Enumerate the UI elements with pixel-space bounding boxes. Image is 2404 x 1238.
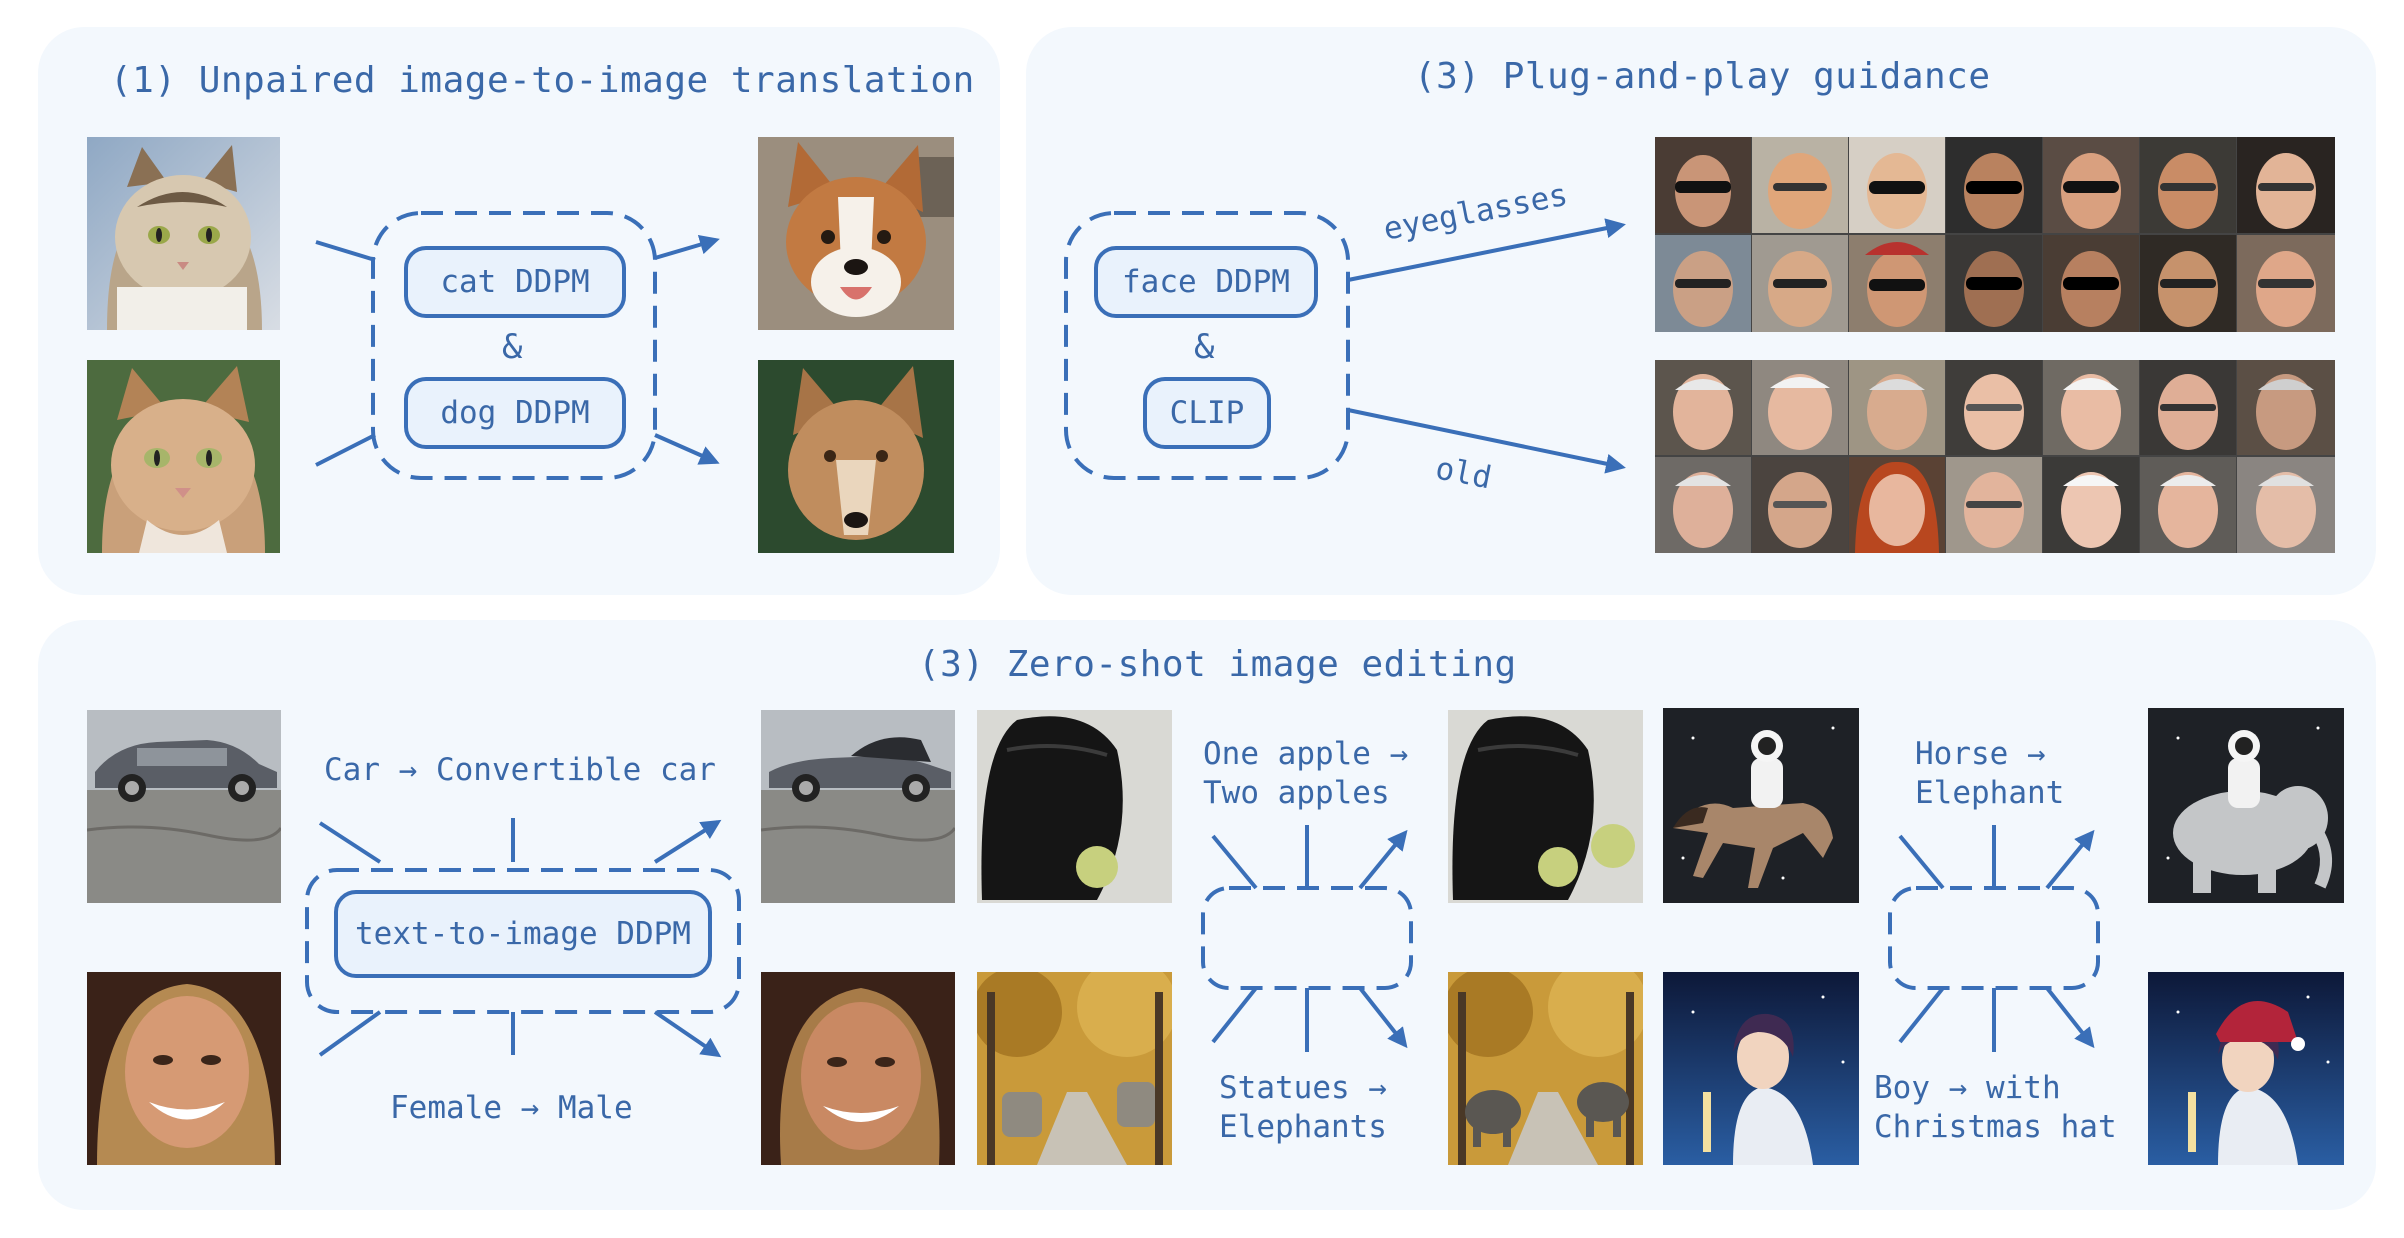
car-photo-output bbox=[761, 710, 955, 903]
elephants-photo-output bbox=[1448, 972, 1643, 1165]
old-face-grid bbox=[1655, 360, 2335, 553]
guidance-ampersand: & bbox=[1194, 327, 1215, 367]
apple-photo-input bbox=[977, 710, 1172, 903]
face-ddpm-box: face DDPM bbox=[1094, 246, 1318, 318]
horse-edit-label-line2: Elephant bbox=[1915, 775, 2065, 811]
apple-edit-label-line1: One apple → bbox=[1203, 736, 1409, 772]
translation-title: (1) Unpaired image-to-image translation bbox=[110, 60, 975, 101]
apple-edit-label-line2: Two apples bbox=[1203, 775, 1390, 811]
eyeglasses-face-grid bbox=[1655, 137, 2335, 332]
boy-edit-label-line1: Boy → with bbox=[1874, 1070, 2061, 1106]
cat-photo-1 bbox=[87, 137, 280, 330]
editing-dashed-frame bbox=[305, 868, 741, 1014]
text-to-image-ddpm-box: text-to-image DDPM bbox=[334, 890, 712, 978]
dog-ddpm-box: dog DDPM bbox=[404, 377, 626, 449]
gender-edit-label: Female → Male bbox=[390, 1090, 633, 1126]
edit-right-dashed-frame bbox=[1888, 886, 2100, 990]
horse-photo-input bbox=[1663, 708, 1859, 903]
horse-edit-label-line1: Horse → bbox=[1915, 736, 2046, 772]
guidance-title: (3) Plug-and-play guidance bbox=[1414, 56, 1991, 97]
statues-photo-input bbox=[977, 972, 1172, 1165]
editing-title: (3) Zero-shot image editing bbox=[918, 644, 1517, 685]
statue-edit-label-line1: Statues → bbox=[1219, 1070, 1387, 1106]
translation-dashed-frame bbox=[371, 211, 657, 480]
translation-ampersand: & bbox=[502, 327, 523, 367]
statue-edit-label-line2: Elephants bbox=[1219, 1109, 1387, 1145]
dog-photo-1 bbox=[758, 137, 954, 330]
male-photo-output bbox=[761, 972, 955, 1165]
dog-photo-2 bbox=[758, 360, 954, 553]
female-photo-input bbox=[87, 972, 281, 1165]
elephant-photo-output bbox=[2148, 708, 2344, 903]
car-edit-label: Car → Convertible car bbox=[324, 752, 716, 788]
boy-photo-input bbox=[1663, 972, 1859, 1165]
boy-photo-output bbox=[2148, 972, 2344, 1165]
clip-box: CLIP bbox=[1143, 377, 1271, 449]
apple-photo-output bbox=[1448, 710, 1643, 903]
cat-photo-2 bbox=[87, 360, 280, 553]
guidance-dashed-frame bbox=[1064, 211, 1350, 480]
boy-edit-label-line2: Christmas hat bbox=[1874, 1109, 2117, 1145]
cat-ddpm-box: cat DDPM bbox=[404, 246, 626, 318]
car-photo-input bbox=[87, 710, 281, 903]
edit-mid-dashed-frame bbox=[1201, 886, 1413, 990]
